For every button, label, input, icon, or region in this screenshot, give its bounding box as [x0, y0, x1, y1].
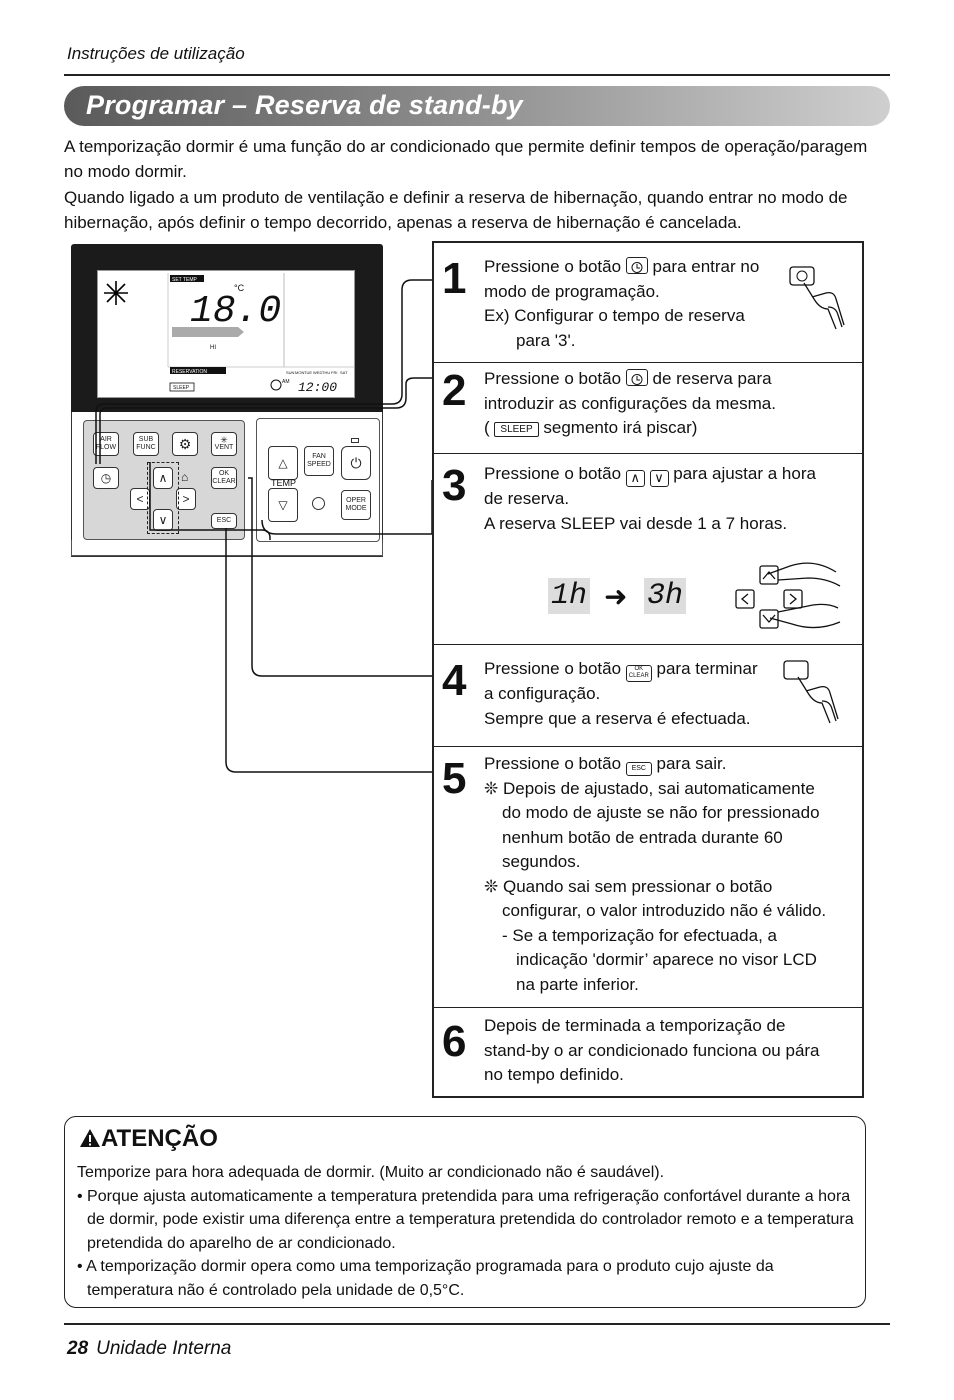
svg-text:SUN: SUN — [286, 370, 295, 375]
up-arrow-button-icon: ∧ — [625, 470, 645, 487]
footer-rule — [64, 1323, 890, 1325]
svg-text:MON: MON — [295, 370, 304, 375]
power-button[interactable]: ⏻ — [341, 446, 371, 480]
warning-triangle-icon — [80, 1129, 100, 1147]
temp-up-button[interactable]: △ — [268, 446, 298, 480]
intro-paragraph-2: Quando ligado a um produto de ventilação… — [64, 188, 848, 232]
indicator-icon — [351, 438, 359, 443]
arrow-keys-highlight — [147, 462, 179, 534]
vent-button[interactable]: ✳VENT — [211, 432, 237, 456]
step-number: 4 — [442, 656, 467, 705]
page-number: 28 — [67, 1338, 89, 1359]
step-number: 2 — [442, 366, 467, 415]
clock-button-icon — [625, 369, 648, 386]
steps-table: 1 Pressione o botão para entrar no modo … — [432, 241, 864, 1098]
svg-text:THU: THU — [322, 370, 330, 375]
hand-pressing-ok-icon — [783, 660, 839, 724]
sub-func-button[interactable]: SUB FUNC — [133, 432, 159, 456]
step-1: 1 Pressione o botão para entrar no modo … — [434, 243, 862, 362]
attention-box: ATENÇÃO Temporize para hora adequada de … — [64, 1116, 866, 1308]
display-to: 3h — [644, 578, 686, 614]
step-number: 1 — [442, 254, 467, 303]
left-arrow-button[interactable]: < — [130, 488, 150, 510]
lcd-clock: 12:00 — [298, 380, 337, 395]
esc-button-icon: ESC — [625, 762, 652, 776]
svg-text:WED: WED — [313, 370, 322, 375]
clock-button-icon — [625, 257, 648, 274]
page-title: Programar – Reserva de stand-by — [86, 90, 523, 120]
temp-down-button[interactable]: ▽ — [268, 488, 298, 522]
lcd-clock-icon — [270, 379, 282, 391]
remote-controller-body: SET TEMP 18.0 °C HI RESERVATION SLEEP AM… — [71, 244, 383, 414]
lcd-am-label: AM — [282, 379, 290, 385]
attention-title: ATENÇÃO — [79, 1125, 218, 1153]
step-number: 6 — [442, 1017, 467, 1066]
intro-paragraph-1: A temporização dormir é uma função do ar… — [64, 137, 868, 181]
hands-on-arrow-keys-icon — [735, 562, 841, 629]
lcd-unit: °C — [234, 283, 245, 293]
attention-body: Temporize para hora adequada de dormir. … — [77, 1161, 857, 1302]
panel-bottom-edge — [71, 540, 383, 556]
step-text: Pressione o botão de reserva para introd… — [484, 369, 776, 437]
lcd-hi-label: HI — [210, 345, 216, 351]
down-arrow-button[interactable]: ∨ — [153, 509, 173, 531]
function-gear-button[interactable]: ⚙ — [172, 432, 198, 456]
step-text: Pressione o botão ∧ ∨ para ajustar a hor… — [484, 464, 816, 533]
display-from: 1h — [548, 578, 590, 614]
lcd-set-temp-label: SET TEMP — [172, 277, 197, 283]
page-header-text: Instruções de utilização — [67, 44, 245, 63]
fan-snowflake-icon — [104, 281, 128, 305]
esc-button[interactable]: ESC — [211, 513, 237, 529]
down-arrow-button-icon: ∨ — [649, 470, 669, 487]
svg-text:FRI: FRI — [331, 370, 337, 375]
lcd-reservation-label: RESERVATION — [172, 369, 207, 375]
up-arrow-button[interactable]: ∧ — [153, 467, 173, 489]
lcd-sleep-label: SLEEP — [173, 385, 190, 391]
header-rule — [64, 74, 890, 76]
footer: 28 Unidade Interna — [67, 1338, 231, 1360]
step-text: Depois de terminada a temporização de st… — [484, 1016, 820, 1084]
step-5: 5 Pressione o botão ESC para sair. ❊ Dep… — [434, 746, 862, 1007]
reset-dot-icon — [312, 497, 325, 510]
arrow-right-icon: ➜ — [604, 581, 628, 612]
reservation-clock-button[interactable]: ◷ — [93, 467, 119, 489]
temp-label: TEMP — [271, 478, 297, 488]
lcd-day-labels: SUN MON TUE WED THU FRI SAT — [286, 370, 348, 375]
attention-lead: Temporize para hora adequada de dormir. … — [77, 1164, 665, 1181]
home-icon: ⌂ — [181, 470, 189, 484]
attention-bullet: • A temporização dormir opera como uma t… — [77, 1258, 774, 1299]
sleep-segment-icon: SLEEP — [494, 422, 539, 437]
lcd-display: SET TEMP 18.0 °C HI RESERVATION SLEEP AM… — [97, 270, 355, 398]
air-flow-button[interactable]: AIR FLOW — [93, 432, 119, 456]
step-text: Pressione o botão ESC para sair. ❊ Depoi… — [484, 754, 827, 994]
step-6: 6 Depois de terminada a temporização de … — [434, 1007, 862, 1096]
lcd-temp-value: 18.0 — [190, 290, 281, 333]
attention-bullet: • Porque ajusta automaticamente a temper… — [77, 1187, 854, 1252]
svg-text:SAT: SAT — [340, 370, 348, 375]
step-number: 5 — [442, 754, 467, 803]
svg-text:TUE: TUE — [304, 370, 312, 375]
footer-label: Unidade Interna — [96, 1338, 232, 1359]
right-arrow-button[interactable]: > — [176, 488, 196, 510]
title-bar: Programar – Reserva de stand-by — [64, 86, 890, 126]
step-text: Pressione o botão para entrar no modo de… — [484, 257, 760, 350]
hand-pressing-icon — [789, 266, 845, 330]
step-3: 3 Pressione o botão ∧ ∨ para ajustar a h… — [434, 453, 862, 644]
step-2: 2 Pressione o botão de reserva para intr… — [434, 362, 862, 453]
step-number: 3 — [442, 461, 467, 510]
